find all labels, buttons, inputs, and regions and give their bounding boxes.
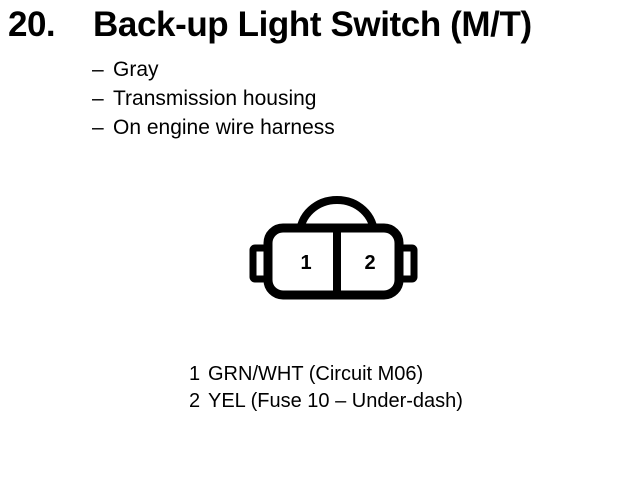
legend-row: 2 YEL (Fuse 10 – Under-dash) bbox=[189, 388, 609, 415]
pin-legend: 1 GRN/WHT (Circuit M06) 2 YEL (Fuse 10 –… bbox=[189, 361, 609, 415]
legend-pin-label: YEL (Fuse 10 – Under-dash) bbox=[208, 390, 463, 412]
list-item: – On engine wire harness bbox=[92, 113, 522, 142]
list-item-label: Gray bbox=[113, 58, 159, 81]
section-number: 20. bbox=[8, 5, 56, 44]
legend-pin-number: 1 bbox=[189, 363, 201, 385]
connector-diagram: 1 2 bbox=[246, 196, 421, 306]
list-item-label: On engine wire harness bbox=[113, 116, 335, 139]
connector-cell-number-1: 1 bbox=[300, 252, 311, 274]
dash-bullet-icon: – bbox=[92, 58, 104, 81]
legend-pin-number: 2 bbox=[189, 390, 201, 412]
page-title: 20. Back-up Light Switch (M/T) bbox=[0, 4, 624, 46]
list-item: – Transmission housing bbox=[92, 84, 522, 113]
connector-cell-number-2: 2 bbox=[364, 252, 375, 274]
list-item-label: Transmission housing bbox=[113, 87, 317, 110]
dash-bullet-icon: – bbox=[92, 87, 104, 110]
legend-pin-label: GRN/WHT (Circuit M06) bbox=[208, 363, 424, 385]
list-item: – Gray bbox=[92, 55, 522, 84]
legend-row: 1 GRN/WHT (Circuit M06) bbox=[189, 361, 609, 388]
dash-bullet-icon: – bbox=[92, 116, 104, 139]
section-title: Back-up Light Switch (M/T) bbox=[93, 5, 532, 44]
specification-list: – Gray – Transmission housing – On engin… bbox=[92, 55, 522, 142]
connector-bail-icon bbox=[296, 196, 378, 235]
